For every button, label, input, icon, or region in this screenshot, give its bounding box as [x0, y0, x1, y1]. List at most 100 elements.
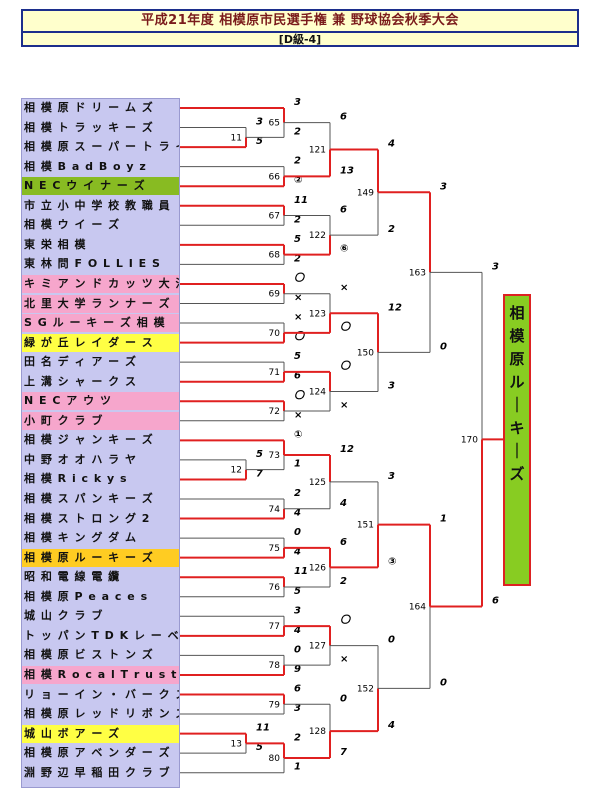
team-row: 城 山 ボ ア ー ズ [22, 724, 179, 743]
team-row: 相 模 キ ン グ ダ ム [24, 531, 137, 545]
score-label: 5 [294, 351, 301, 362]
score-label: 2 [294, 126, 301, 137]
team-row: 小 町 ク ラ ブ [22, 411, 179, 430]
score-label: × [340, 283, 348, 294]
score-label: 7 [256, 468, 263, 479]
team-row: 東 林 問 F O L L I E S [24, 257, 161, 271]
score-label: 0 [340, 693, 347, 704]
score-label: 0 [440, 677, 447, 688]
match-number: 12 [231, 466, 242, 476]
match-number: 70 [269, 329, 281, 339]
title-box: 平成21年度 相模原市民選手権 兼 野球協会秋季大会 [D級-4] [21, 9, 579, 47]
score-label: 1 [294, 459, 301, 470]
team-row: ト ッ パ ン T D K レ ー ベ ル [24, 628, 179, 642]
team-row: N E C ウ イ ナ ー ズ [22, 177, 179, 196]
score-label: 11 [294, 566, 308, 577]
score-label: 11 [256, 723, 270, 734]
score-label: ⑥ [340, 244, 348, 255]
score-label: 〇 [340, 614, 352, 626]
score-label: 6 [492, 596, 499, 607]
match-number: 122 [309, 231, 326, 241]
match-number: 13 [231, 739, 242, 749]
score-label: 4 [293, 547, 301, 558]
match-number: 164 [409, 603, 426, 613]
score-label: 3 [388, 380, 395, 391]
team-row: 淵 野 辺 早 稲 田 ク ラ ブ [24, 765, 171, 779]
team-row: 相 模 ト ラ ッ キ ー ズ [24, 120, 154, 134]
team-row: 相 模 ウ イ ー ズ [24, 218, 121, 232]
team-row: 昭 和 電 線 電 纜 [24, 570, 121, 584]
match-number: 11 [231, 133, 242, 143]
score-label: × [294, 410, 302, 421]
score-label: 3 [256, 117, 263, 128]
champion-name: 相模原ル｜キ｜ズ [509, 304, 525, 483]
match-number: 75 [269, 544, 280, 554]
team-row: 東 栄 相 模 [24, 237, 87, 251]
team-row: N E C ア ウ ツ [22, 392, 179, 411]
score-label: 9 [294, 664, 301, 675]
team-row: 相 模 原 ア ベ ン ダ ー ズ [24, 746, 171, 760]
team-row: 相 模 ジ ャ ン キ ー ズ [24, 433, 154, 447]
team-row: 相 模 ス ト ロ ン グ 2 [24, 511, 151, 525]
team-row: リ ョ ー イ ン ・ バ ー ク ス [24, 687, 179, 701]
match-number: 78 [269, 661, 281, 671]
team-row: 相 模 B a d B o y z [24, 159, 147, 173]
score-label: 3 [294, 703, 301, 714]
score-label: 13 [340, 165, 354, 176]
score-label: 2 [294, 156, 301, 167]
match-number: 123 [309, 309, 326, 319]
match-number: 125 [309, 478, 326, 488]
match-number: 67 [269, 212, 280, 222]
score-label: 5 [256, 742, 263, 753]
score-label: 3 [294, 605, 301, 616]
score-label: 4 [293, 508, 301, 519]
score-label: 3 [440, 181, 447, 192]
team-row: 相 模 原 レ ッ ド リ ボ ン ズ [24, 707, 179, 721]
score-label: 〇 [294, 389, 306, 401]
team-row: 相 模 原 ル ー キ ー ズ [22, 548, 179, 567]
score-label: ② [294, 175, 302, 186]
score-label: 4 [387, 720, 395, 731]
score-label: × [294, 293, 302, 304]
match-number: 163 [409, 268, 426, 278]
team-row: 城 山 ク ラ ブ [24, 609, 104, 623]
match-number: 71 [269, 368, 280, 378]
team-row: 北 里 大 学 ラ ン ナ ー ズ [22, 294, 179, 313]
match-number: 72 [269, 407, 280, 417]
team-row: 相 模 原 ビ ス ト ン ズ [24, 648, 154, 662]
match-number: 66 [269, 172, 281, 182]
team-row: 相 模 原 ス ー パ ー ト ラ イ [24, 140, 179, 154]
score-label: 5 [256, 449, 263, 460]
score-label: 12 [340, 444, 354, 455]
score-label: 12 [388, 302, 402, 313]
team-row: キ ミ ア ン ド カ ッ ツ 大 沼 [22, 274, 179, 293]
match-number: 80 [269, 754, 281, 764]
score-label: 4 [387, 139, 395, 150]
team-row: 相 模 R o c a l T r u s t [22, 665, 179, 684]
score-label: 3 [388, 471, 395, 482]
score-label: 5 [294, 586, 301, 597]
match-number: 152 [357, 684, 374, 694]
score-label: ③ [388, 556, 396, 567]
score-label: 6 [294, 371, 301, 382]
score-label: 0 [440, 341, 447, 352]
score-label: 5 [256, 136, 263, 147]
match-number: 124 [309, 387, 326, 397]
match-number: 151 [357, 521, 374, 531]
score-label: 〇 [340, 321, 352, 333]
match-number: 65 [269, 119, 280, 129]
match-number: 79 [269, 700, 281, 710]
team-row: 田 名 デ ィ ア ー ズ [24, 355, 137, 369]
team-row: 相 模 原 P e a c e s [24, 589, 149, 603]
score-label: 2 [388, 224, 395, 235]
team-row: S G ル ー キ ー ズ 相 模 [22, 314, 179, 333]
match-number: 73 [269, 451, 280, 461]
team-row: 上 溝 シ ャ ー ク ス [24, 374, 137, 388]
score-label: 6 [340, 537, 347, 548]
score-label: × [340, 400, 348, 411]
match-number: 69 [269, 290, 281, 300]
score-label: 3 [294, 97, 301, 108]
score-label: 4 [339, 498, 347, 509]
score-label: 7 [340, 747, 347, 758]
team-row: 相 模 原 ド リ ー ム ズ [24, 101, 154, 114]
